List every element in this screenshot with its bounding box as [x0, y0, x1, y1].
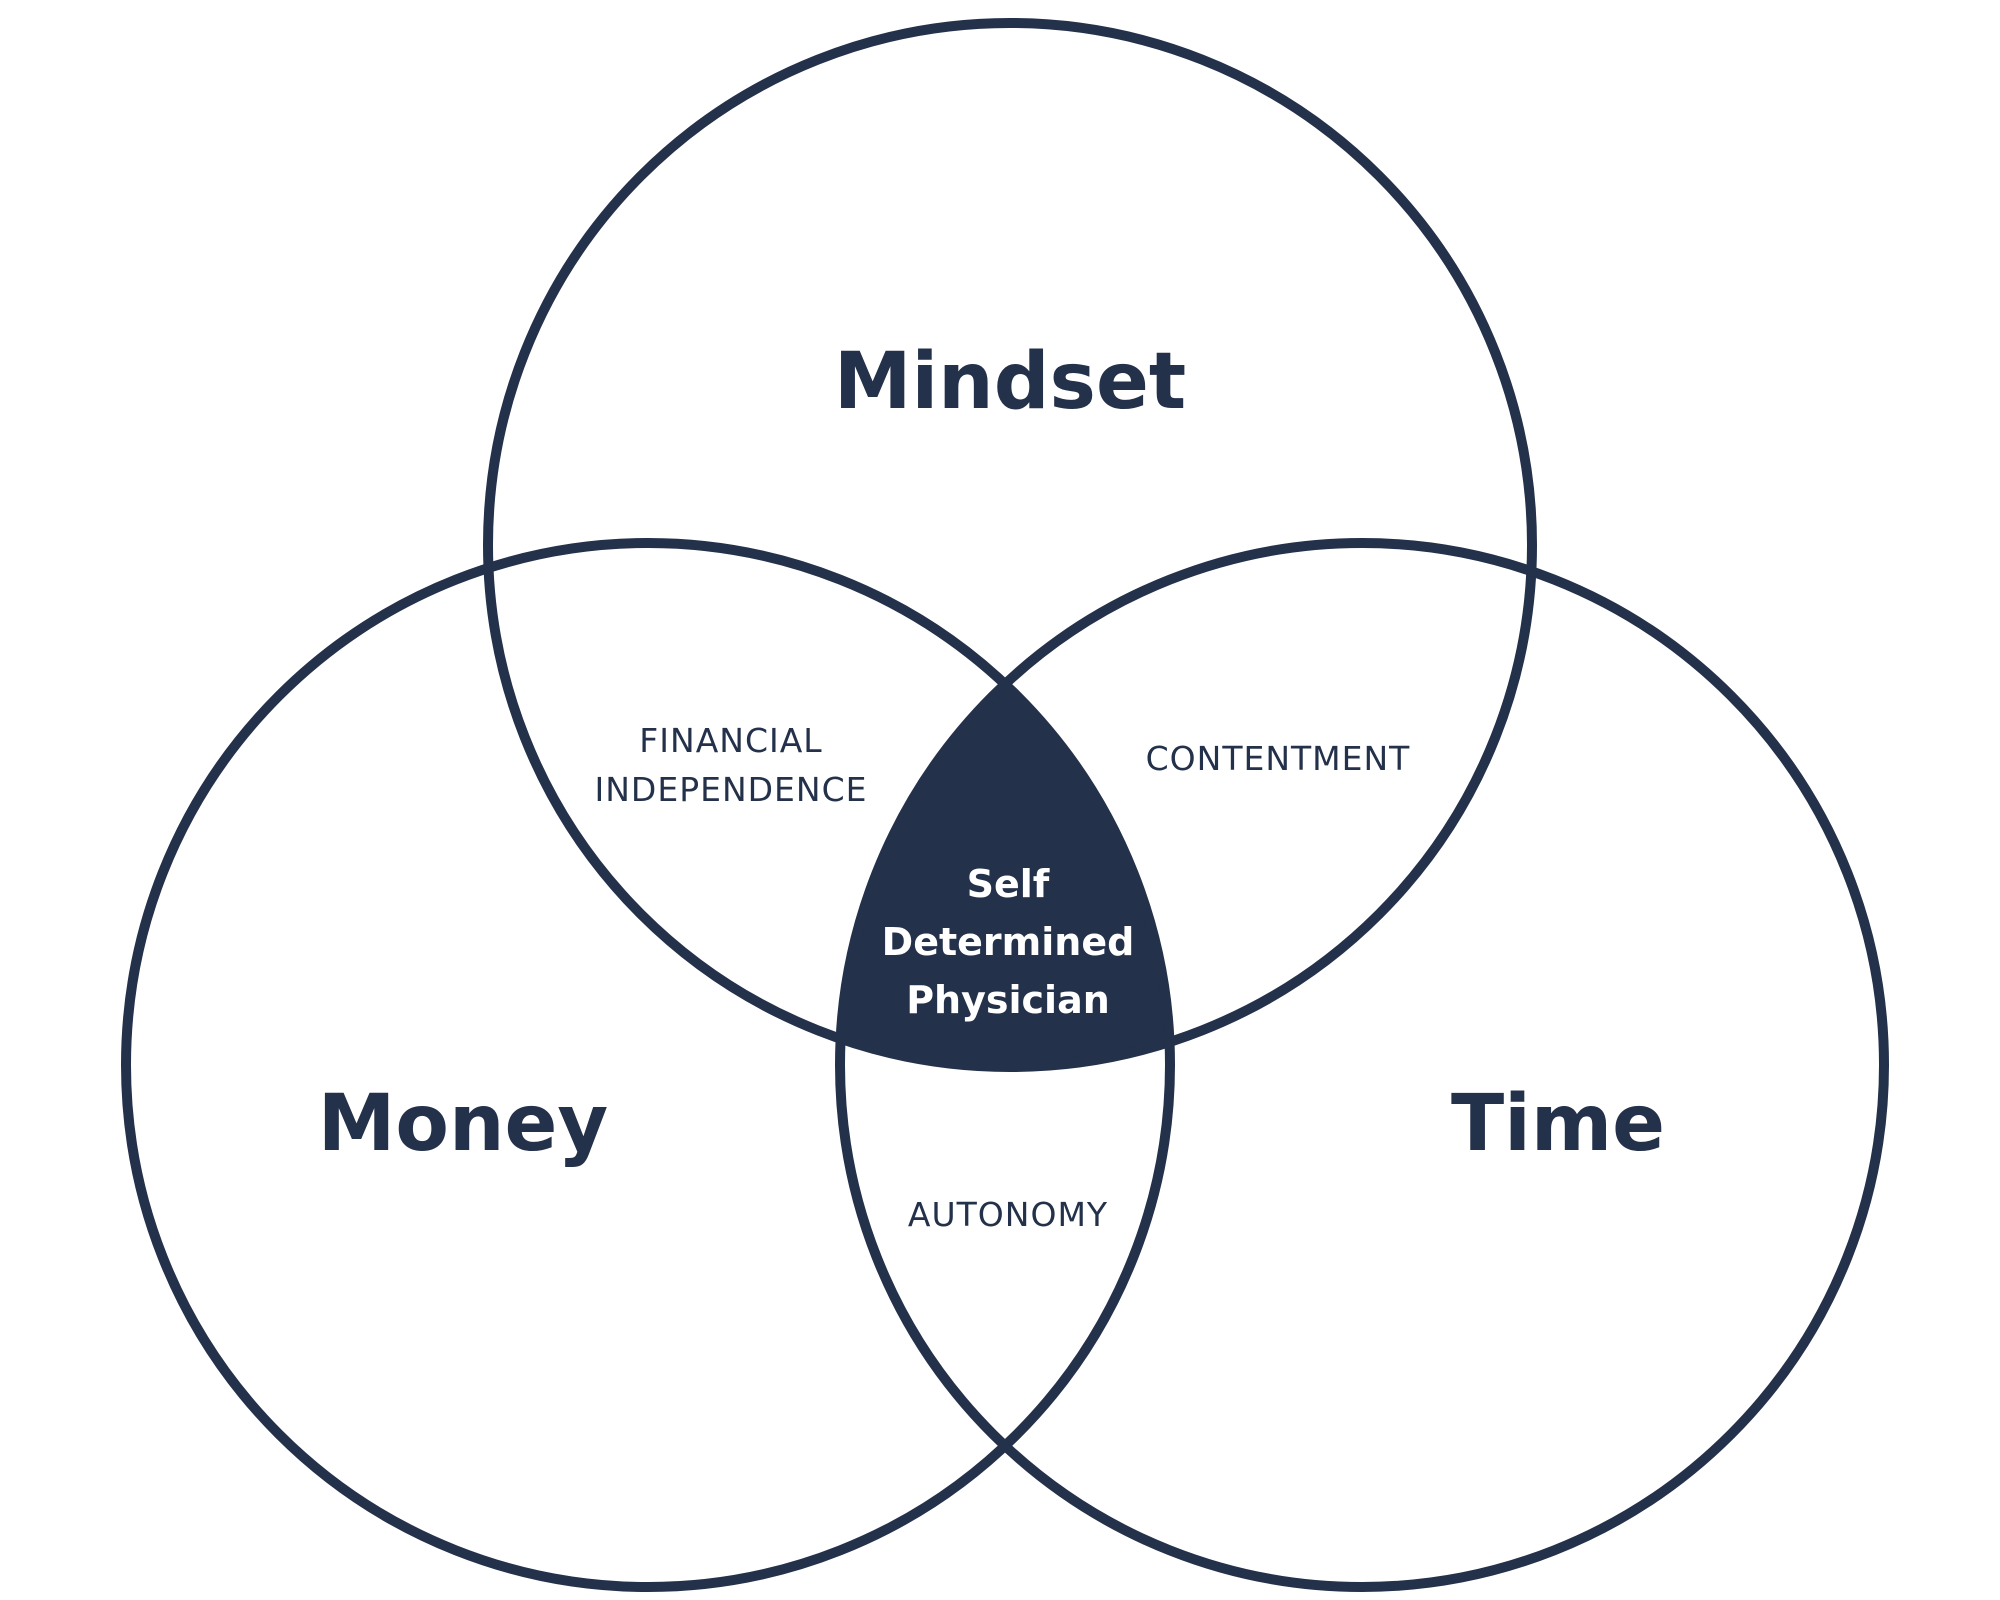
- financial-independence-label-line1: FINANCIAL: [639, 721, 822, 760]
- time-label: Time: [1451, 1079, 1665, 1169]
- mindset-label: Mindset: [834, 337, 1186, 427]
- money-circle: [121, 538, 1175, 1592]
- mindset-circle: [483, 18, 1537, 1072]
- autonomy-label: AUTONOMY: [908, 1195, 1108, 1234]
- financial-independence-label-line2: INDEPENDENCE: [595, 770, 868, 809]
- center-label-line3: Physician: [906, 978, 1110, 1022]
- time-circle: [835, 538, 1889, 1592]
- contentment-label: CONTENTMENT: [1146, 739, 1411, 778]
- center-label-line1: Self: [967, 862, 1050, 906]
- center-label-line2: Determined: [882, 920, 1135, 964]
- money-label: Money: [318, 1079, 608, 1169]
